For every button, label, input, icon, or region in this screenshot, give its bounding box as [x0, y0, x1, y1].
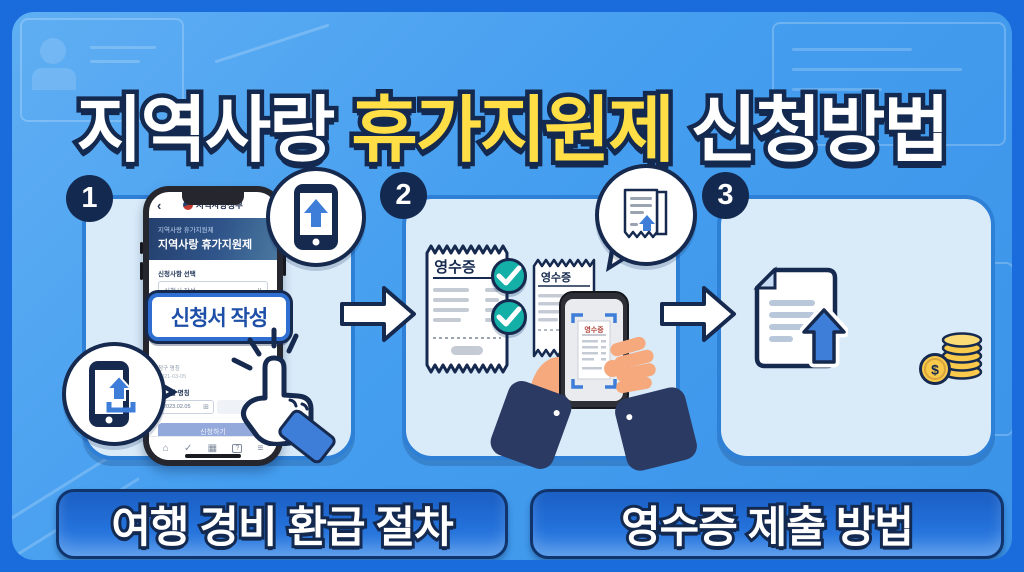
app-brand: 지역사랑정부 — [149, 199, 277, 211]
chevron-down-icon: ∨ — [256, 287, 262, 294]
phone-upload-circle — [266, 167, 366, 267]
form-faint-value: 2021-03-05 — [158, 374, 187, 380]
bg-avatar-decoration — [40, 38, 66, 64]
bg-line-decoration — [214, 23, 330, 64]
application-callout: 신청서 작성 — [148, 293, 290, 341]
menu-icon: ≡ — [257, 443, 264, 454]
calendar-icon: ⊞ — [203, 404, 209, 411]
grid-icon: ▦ — [207, 443, 218, 454]
check-circle-icon — [491, 299, 527, 335]
app-header-title: 지역사랑 휴가지원제 — [158, 239, 253, 251]
receipt-title: 영수증 — [434, 258, 476, 276]
check-icon: ✓ — [183, 443, 193, 454]
poster-canvas: 지역사랑 휴가지원제 신청방법 1 2 3 ‹ — [12, 12, 1012, 560]
receipt-large: 영수증 — [425, 244, 509, 374]
banner-left-label: 여행 경비 환급 절차 — [108, 501, 456, 555]
flow-arrow-icon — [340, 286, 416, 342]
callout-label: 신청서 작성 — [170, 307, 268, 330]
dropdown-value: 신청서 작성 — [164, 288, 196, 295]
phone-upload-icon — [294, 184, 338, 250]
home-indicator — [185, 454, 241, 458]
date-value: 2023.02.05 — [163, 404, 191, 410]
receipt-upload-bubble — [595, 164, 697, 266]
help-icon: ? — [232, 444, 243, 453]
right-hand-thumb — [604, 360, 621, 377]
app-header-subtitle: 지역사랑 휴가지원제 — [158, 227, 214, 234]
bg-line-decoration — [90, 46, 156, 49]
banner-receipt-submission: 영수증 제출 방법 — [530, 489, 1004, 559]
title-part-3: 신청방법 — [672, 87, 954, 176]
phone-upload-tray-icon — [89, 361, 136, 427]
flow-arrow-icon — [660, 286, 736, 342]
app-top-bar: ‹ 지역사랑정부 — [149, 192, 277, 218]
bg-avatar-body-decoration — [32, 68, 76, 90]
scan-receipt-title: 영수증 — [584, 325, 604, 334]
title-part-1: 지역사랑 — [72, 87, 352, 176]
government-logo-icon — [183, 200, 194, 210]
dollar-symbol: $ — [931, 362, 939, 378]
home-icon: ⌂ — [162, 443, 169, 454]
form-faint-label: 청구 명칭 — [158, 366, 180, 372]
back-arrow-icon: ‹ — [157, 197, 162, 213]
bg-line-decoration — [792, 48, 912, 51]
receipt-upload-icon — [623, 188, 668, 239]
app-header: 지역사랑 휴가지원제 지역사랑 휴가지원제 — [149, 218, 277, 260]
money-coins-icon: $ — [919, 332, 983, 385]
step-2-badge: 2 — [380, 172, 427, 219]
submit-button: 신청하기 — [158, 423, 268, 440]
phone-notch — [182, 192, 244, 205]
title-part-2: 휴가지원제 — [347, 87, 679, 176]
right-sleeve — [612, 384, 700, 474]
app-brand-title: 지역사랑정부 — [196, 200, 243, 210]
phone-upload-bubble — [62, 342, 166, 446]
bg-line-decoration — [792, 68, 962, 71]
banner-refund-procedure: 여행 경비 환급 절차 — [56, 489, 508, 559]
step-3-badge: 3 — [702, 172, 749, 219]
step-1-badge: 1 — [66, 175, 113, 222]
page-title: 지역사랑 휴가지원제 신청방법 — [12, 87, 1012, 176]
check-circle-icon — [491, 258, 527, 294]
upload-arrow-icon — [800, 306, 848, 368]
receipt-title: 영수증 — [541, 271, 571, 284]
bg-line-decoration — [90, 60, 140, 63]
form-field-label: 신청사항 선택 — [158, 271, 196, 278]
banner-right-label: 영수증 제출 방법 — [618, 501, 917, 555]
